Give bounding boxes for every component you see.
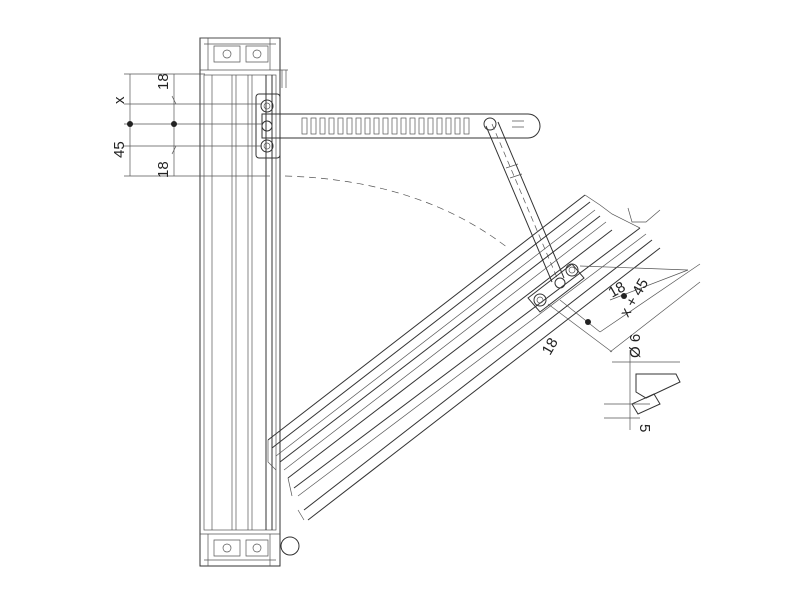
sash-profile [267, 194, 661, 556]
arm-slot [463, 117, 470, 135]
frame-profile [199, 37, 288, 567]
dim-bottom-5: 5 [636, 424, 653, 432]
arm-slot [310, 117, 317, 135]
arm-slot [328, 117, 335, 135]
arm-slot [373, 117, 380, 135]
stay-arm [255, 93, 541, 159]
swing-arc [284, 175, 509, 249]
arm-slot [436, 117, 443, 135]
arm-slot [454, 117, 461, 135]
arm-slot [337, 117, 344, 135]
arm-slot [400, 117, 407, 135]
dim-right-18-lower: 18 [539, 335, 562, 358]
arm-slot [418, 117, 425, 135]
dim-left-bottom-18: 18 [155, 161, 172, 178]
arm-slot [364, 117, 371, 135]
arm-slot [301, 117, 308, 135]
right-dimension-chain [547, 263, 701, 430]
arm-slot [319, 117, 326, 135]
dim-diameter: Ø 6 [627, 334, 644, 358]
arm-slot [355, 117, 362, 135]
dim-left-top-18: 18 [155, 73, 172, 90]
arm-slot [346, 117, 353, 135]
arm-slot [409, 117, 416, 135]
dim-right-18-upper: 18 [606, 278, 629, 301]
dim-left-45: 45 [111, 141, 128, 158]
left-dimension-chain [124, 73, 270, 177]
arm-slot [382, 117, 389, 135]
arm-slot [391, 117, 398, 135]
arm-slot [445, 117, 452, 135]
dim-left-x: x [111, 96, 128, 104]
arm-slot [427, 117, 434, 135]
